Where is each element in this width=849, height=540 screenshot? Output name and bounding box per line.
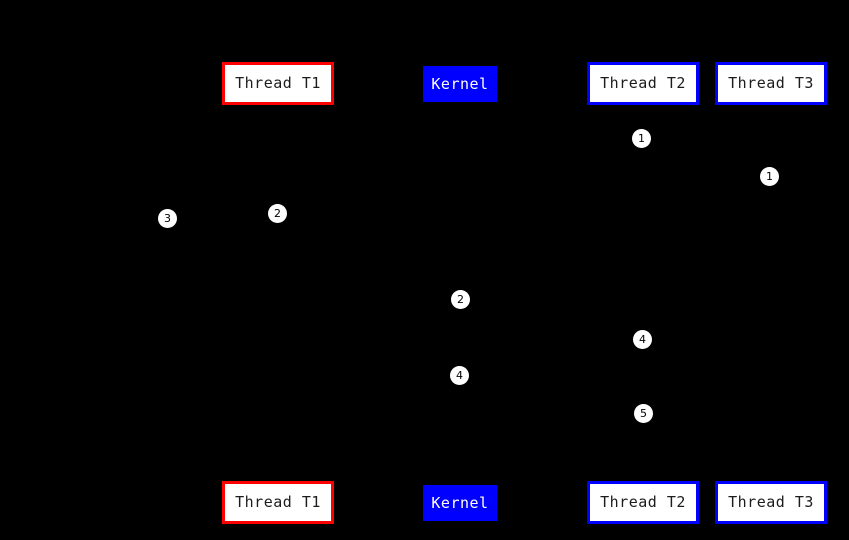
participant-thread-t3-header[interactable]: Thread T3: [715, 62, 827, 105]
lifeline-thread-t3: [771, 105, 772, 481]
sequence-marker-number: 1: [638, 132, 645, 145]
sequence-marker-number: 4: [639, 333, 646, 346]
participant-kernel-footer[interactable]: Kernel: [423, 485, 497, 521]
participant-label: Kernel: [431, 493, 489, 512]
participant-label: Thread T3: [728, 493, 814, 511]
participant-thread-t1-footer[interactable]: Thread T1: [222, 481, 334, 524]
participant-thread-t3-footer[interactable]: Thread T3: [715, 481, 827, 524]
participant-label: Thread T2: [600, 74, 686, 92]
sequence-marker: 2: [268, 204, 287, 223]
sequence-marker-number: 3: [164, 212, 171, 225]
sequence-marker-number: 2: [274, 207, 281, 220]
sequence-marker: 4: [633, 330, 652, 349]
sequence-marker-number: 1: [766, 170, 773, 183]
participant-label: Thread T3: [728, 74, 814, 92]
sequence-marker: 2: [451, 290, 470, 309]
participant-thread-t1-header[interactable]: Thread T1: [222, 62, 334, 105]
sequence-marker: 1: [632, 129, 651, 148]
participant-label: Kernel: [431, 74, 489, 93]
sequence-marker: 1: [760, 167, 779, 186]
participant-label: Thread T1: [235, 74, 321, 92]
sequence-marker: 5: [634, 404, 653, 423]
lifeline-thread-t1: [278, 105, 279, 481]
lifeline-thread-t2: [643, 105, 644, 481]
participant-thread-t2-footer[interactable]: Thread T2: [587, 481, 699, 524]
sequence-marker: 3: [158, 209, 177, 228]
participant-kernel-header[interactable]: Kernel: [423, 66, 497, 102]
sequence-marker-number: 4: [456, 369, 463, 382]
participant-label: Thread T1: [235, 493, 321, 511]
sequence-marker-number: 2: [457, 293, 464, 306]
sequence-marker-number: 5: [640, 407, 647, 420]
sequence-marker: 4: [450, 366, 469, 385]
participant-thread-t2-header[interactable]: Thread T2: [587, 62, 699, 105]
participant-label: Thread T2: [600, 493, 686, 511]
